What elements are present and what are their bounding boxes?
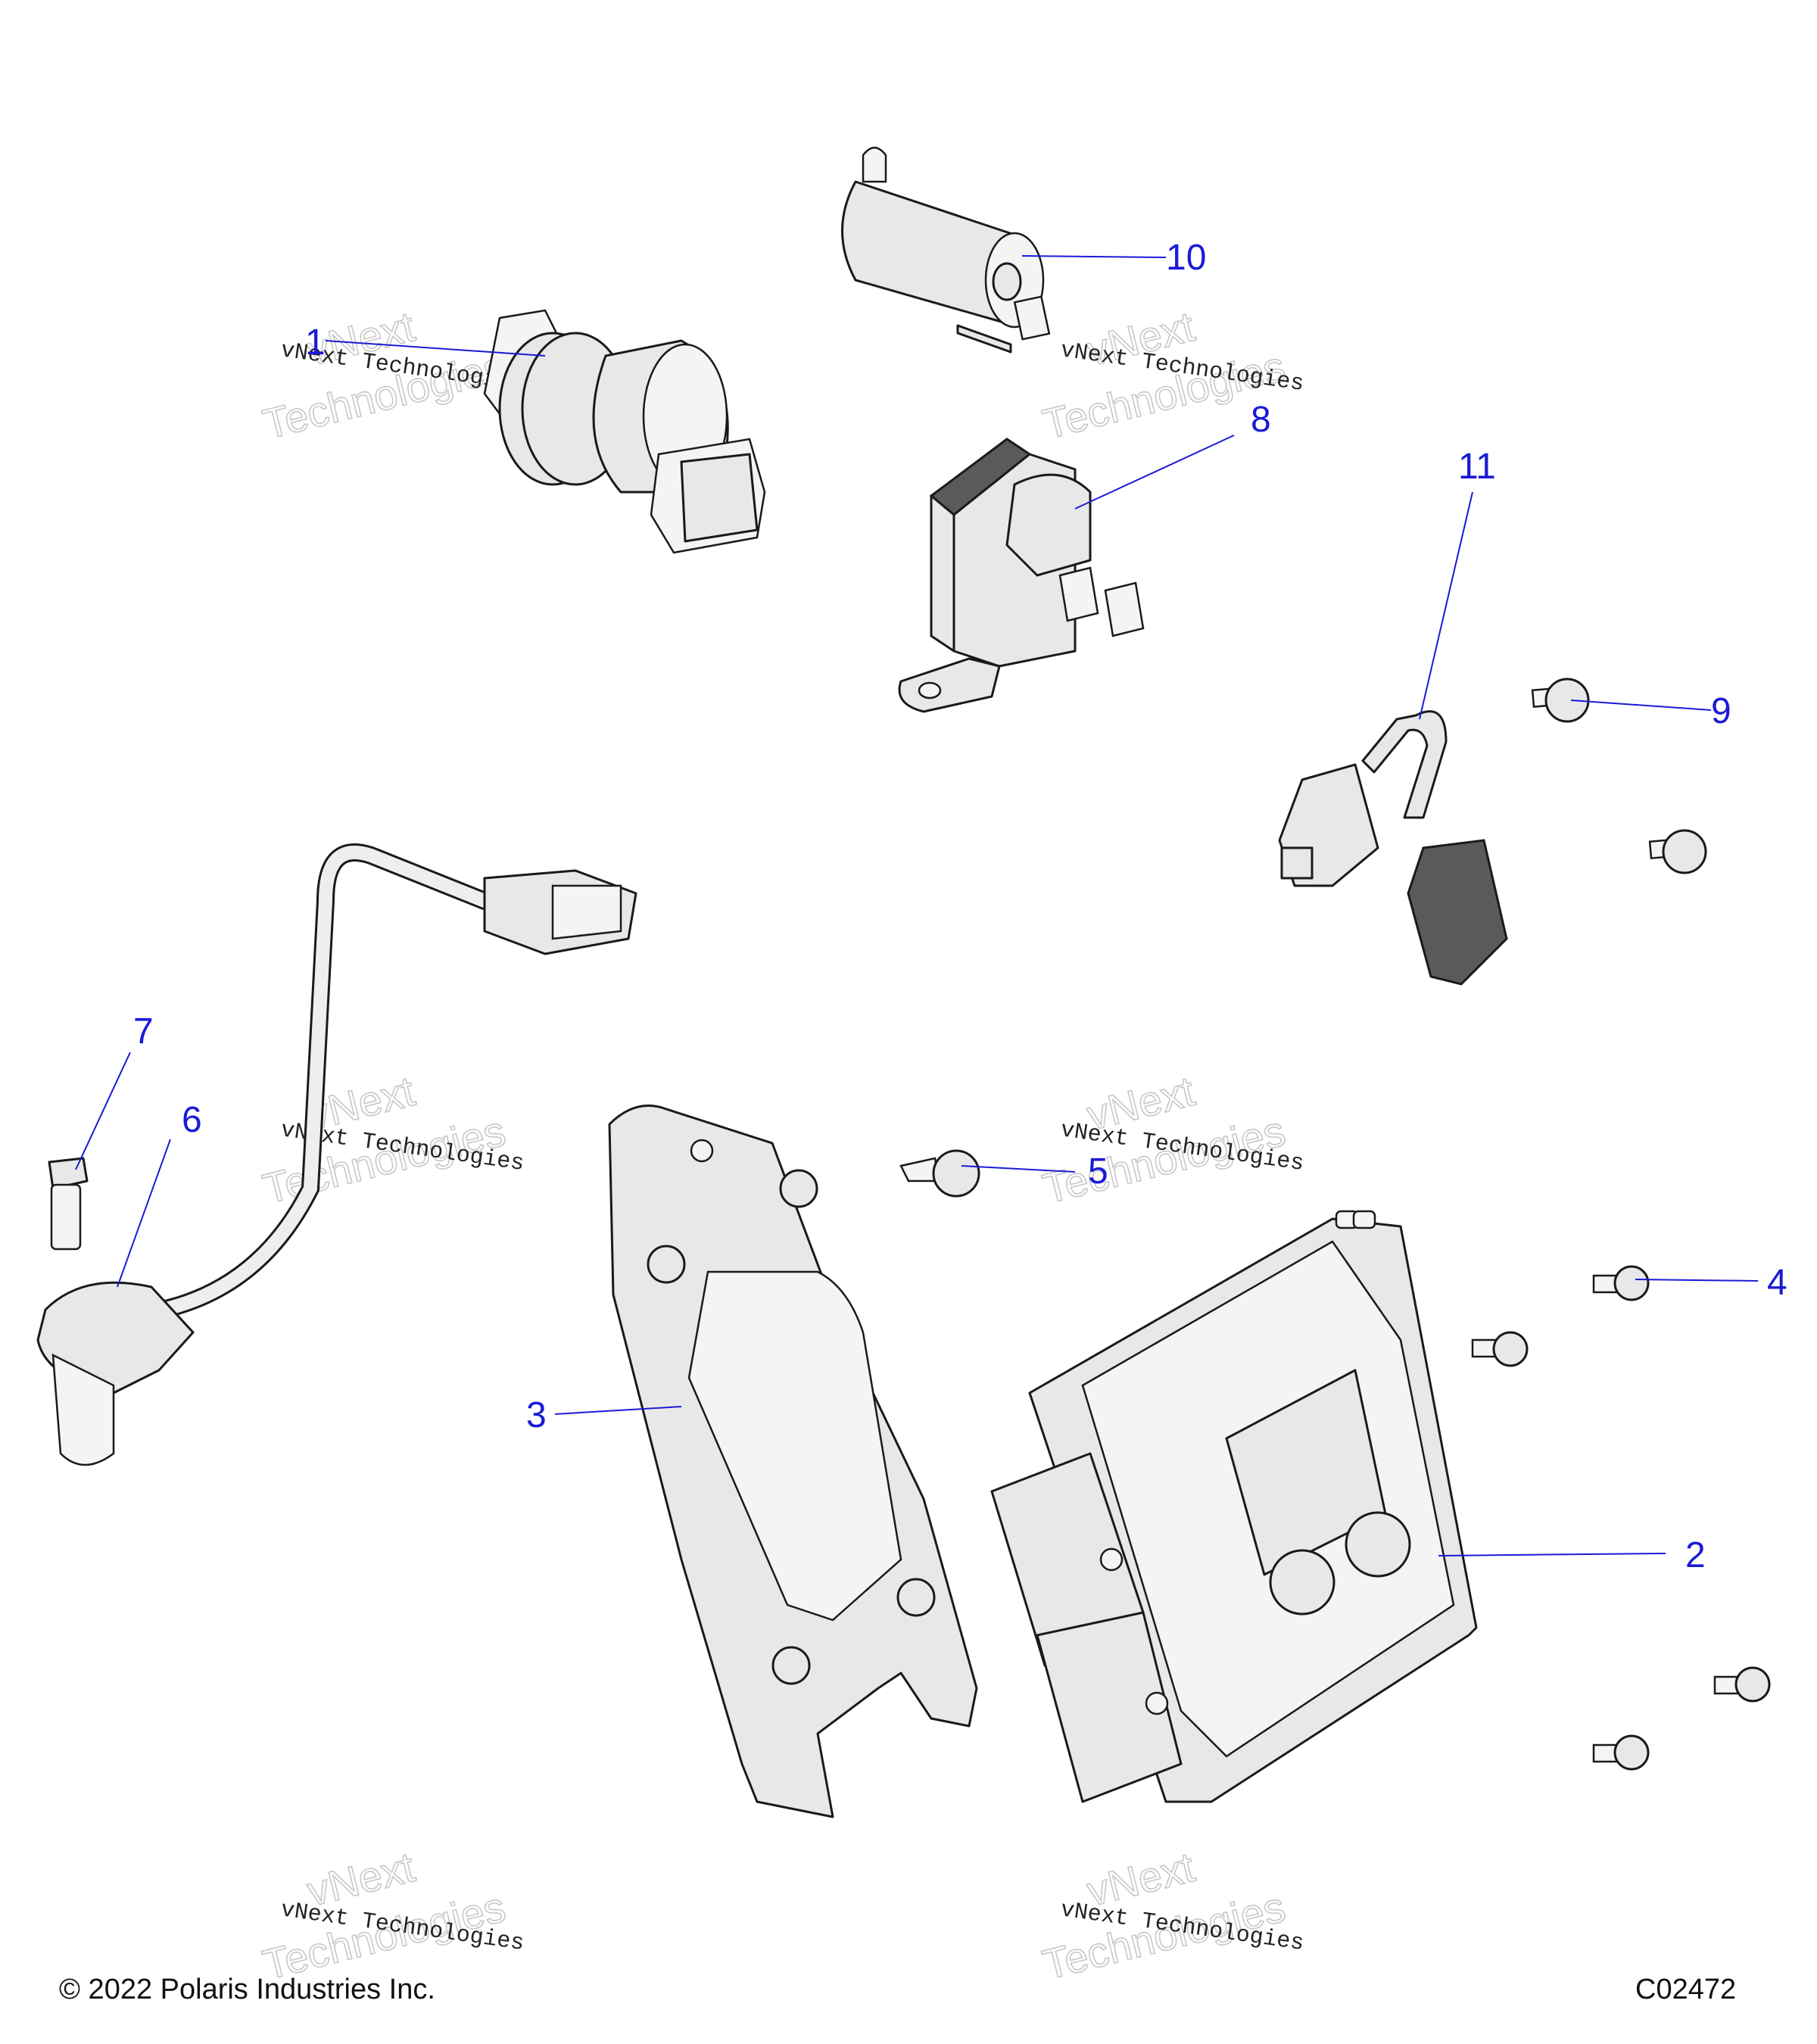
leader-6 xyxy=(117,1139,171,1288)
part-5-push-fastener xyxy=(899,1149,980,1198)
part-7-bolt xyxy=(48,1157,89,1251)
leader-2 xyxy=(1438,1553,1666,1556)
callout-3: 3 xyxy=(526,1395,547,1435)
leader-8 xyxy=(1074,435,1235,509)
part-1-round-switch xyxy=(483,309,766,554)
leader-9 xyxy=(1570,700,1712,711)
callout-1: 1 xyxy=(305,322,326,363)
part-4-screw xyxy=(1592,1265,1650,1301)
leader-5 xyxy=(961,1165,1076,1173)
leader-11 xyxy=(1419,491,1473,720)
leader-3 xyxy=(554,1406,682,1415)
diagram-code: C02472 xyxy=(1635,1974,1736,2005)
callout-9: 9 xyxy=(1711,691,1731,731)
part-4-screw xyxy=(1592,1734,1650,1771)
part-4-screw xyxy=(1471,1331,1529,1367)
callout-8: 8 xyxy=(1251,400,1271,440)
callout-7: 7 xyxy=(133,1011,154,1052)
part-3-mounting-bracket xyxy=(608,1105,978,1818)
part-10-cylinder-switch xyxy=(841,146,1051,354)
part-11-harness-adapter xyxy=(1278,710,1508,986)
part-2-ecu xyxy=(990,1210,1478,1803)
leader-1 xyxy=(325,340,546,357)
part-4-screw xyxy=(1713,1666,1771,1703)
leader-4 xyxy=(1635,1279,1759,1282)
leader-10 xyxy=(1021,255,1167,258)
part-9-screw xyxy=(1648,829,1707,874)
part-6-sensor-harness xyxy=(36,843,637,1466)
callout-11: 11 xyxy=(1458,447,1496,487)
callout-6: 6 xyxy=(182,1100,202,1140)
callout-5: 5 xyxy=(1088,1151,1108,1192)
callout-4: 4 xyxy=(1767,1263,1787,1303)
copyright-notice: © 2022 Polaris Industries Inc. xyxy=(59,1974,435,2005)
callout-2: 2 xyxy=(1685,1535,1706,1575)
part-8-relay xyxy=(898,438,1145,713)
callout-10: 10 xyxy=(1166,238,1206,278)
part-9-screw xyxy=(1531,678,1590,723)
leader-7 xyxy=(75,1052,131,1170)
